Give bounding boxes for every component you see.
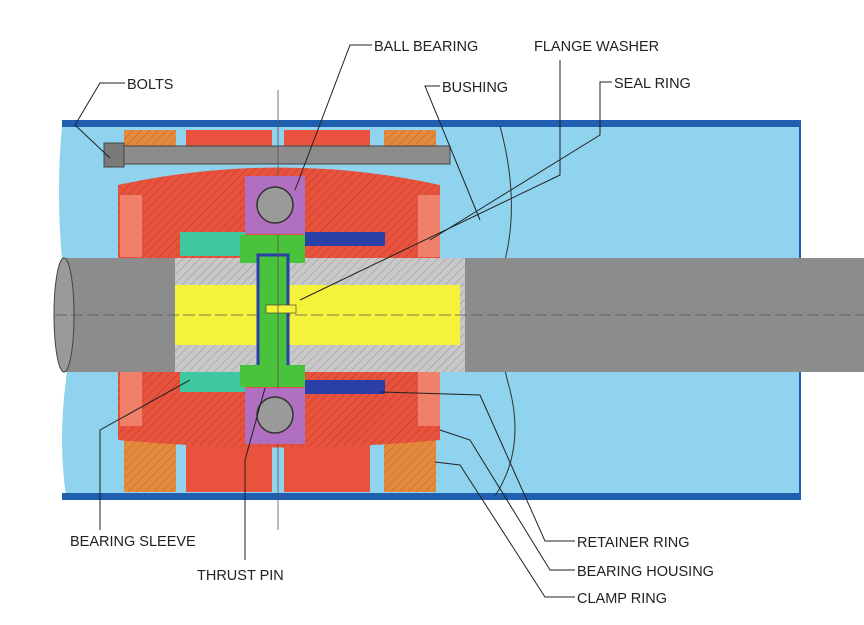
leader-bushing [424, 85, 481, 221]
tube-wall-top [62, 120, 800, 127]
bearing-sleeve [180, 232, 245, 256]
label-ball-bearing: BALL BEARING [374, 39, 478, 55]
leader-seal-ring [429, 81, 612, 241]
leader-bolts [74, 82, 125, 159]
housing-block [284, 440, 370, 492]
ball [256, 396, 294, 434]
bolt-head [103, 142, 125, 168]
bearing-sleeve [180, 370, 245, 392]
ball [256, 186, 294, 224]
label-bushing: BUSHING [442, 80, 508, 96]
leader-retainer-ring [379, 391, 575, 542]
seal-ring [418, 368, 440, 426]
leader-bearing-sleeve [99, 379, 191, 530]
tube-wall-bottom [62, 493, 800, 500]
seal-ring [418, 195, 440, 257]
label-clamp-ring: CLAMP RING [577, 591, 667, 607]
label-bearing-housing: BEARING HOUSING [577, 564, 714, 580]
hatch [124, 440, 176, 492]
leader-ball-bearing [294, 44, 372, 191]
label-retainer-ring: RETAINER RING [577, 535, 690, 551]
leader-bearing-housing [439, 429, 575, 571]
label-bolts: BOLTS [127, 77, 173, 93]
seal-ring [120, 368, 142, 426]
retainer-ring [305, 380, 385, 394]
label-bearing-sleeve: BEARING SLEEVE [70, 534, 196, 550]
housing-block [186, 440, 272, 492]
leader-thrust-pin [244, 387, 266, 560]
hatch [384, 440, 436, 492]
leader-clamp-ring [434, 461, 575, 598]
label-flange-washer: FLANGE WASHER [534, 39, 659, 55]
center-plate [256, 253, 290, 387]
bolt [103, 145, 451, 165]
retainer-ring [305, 232, 385, 246]
leader-flange-washer [299, 60, 561, 301]
seal-ring [120, 195, 142, 257]
center-plate [240, 365, 305, 387]
label-thrust-pin: THRUST PIN [197, 568, 284, 584]
label-seal-ring: SEAL RING [614, 76, 691, 92]
thrust-pin [265, 304, 297, 314]
